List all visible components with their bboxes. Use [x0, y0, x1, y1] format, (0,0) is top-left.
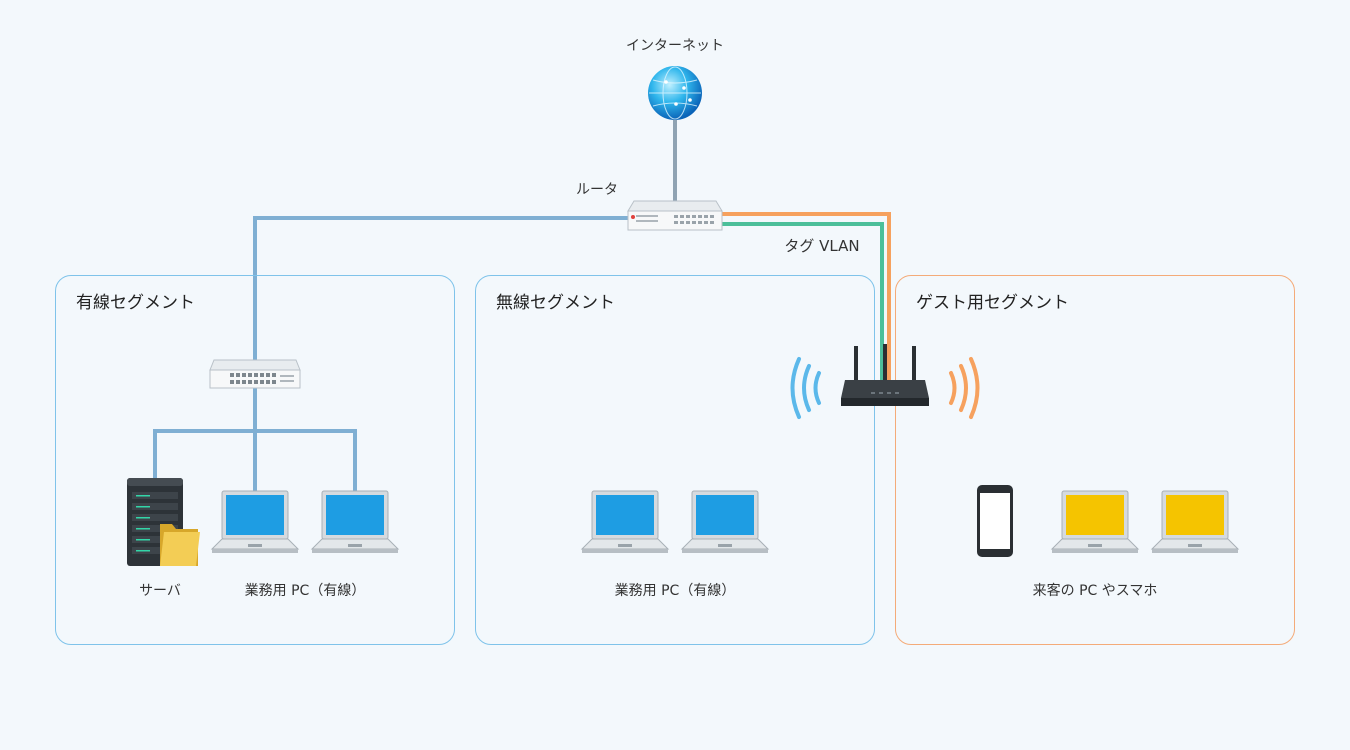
wireless-segment: 無線セグメント — [475, 275, 875, 645]
internet-label: インターネット — [626, 38, 724, 54]
laptop-icon — [210, 490, 300, 553]
laptop-icon — [580, 490, 670, 553]
laptop-icon — [1050, 490, 1140, 553]
wired-segment-title: 有線セグメント — [76, 293, 195, 313]
laptop-icon — [310, 490, 400, 553]
wireless-pc-label: 業務用 PC（有線） — [614, 583, 736, 599]
vlan-label: タグ VLAN — [784, 237, 860, 255]
wifi-waves-right-icon — [949, 357, 980, 419]
guest-device-label: 来客の PC やスマホ — [1032, 583, 1158, 599]
router-icon — [627, 200, 723, 231]
switch-icon — [209, 359, 301, 389]
router-label: ルータ — [576, 182, 618, 198]
router-switch-link — [253, 216, 630, 370]
folder-icon — [160, 524, 200, 566]
server-icon — [127, 478, 200, 566]
wired-segment: 有線セグメント — [55, 275, 455, 645]
wireless-segment-title: 無線セグメント — [496, 293, 615, 313]
server-label: サーバ — [139, 583, 181, 599]
laptop-icon — [680, 490, 770, 553]
wifi-waves-left-icon — [790, 357, 821, 419]
wireless-router-icon — [790, 344, 980, 419]
smartphone-icon — [977, 485, 1013, 557]
guest-segment-title: ゲスト用セグメント — [916, 293, 1069, 313]
wired-pc-label: 業務用 PC（有線） — [244, 583, 366, 599]
switch-branch-link — [153, 429, 357, 492]
guest-segment: ゲスト用セグメント — [895, 275, 1295, 645]
laptop-icon — [1150, 490, 1240, 553]
globe-icon — [648, 66, 702, 120]
